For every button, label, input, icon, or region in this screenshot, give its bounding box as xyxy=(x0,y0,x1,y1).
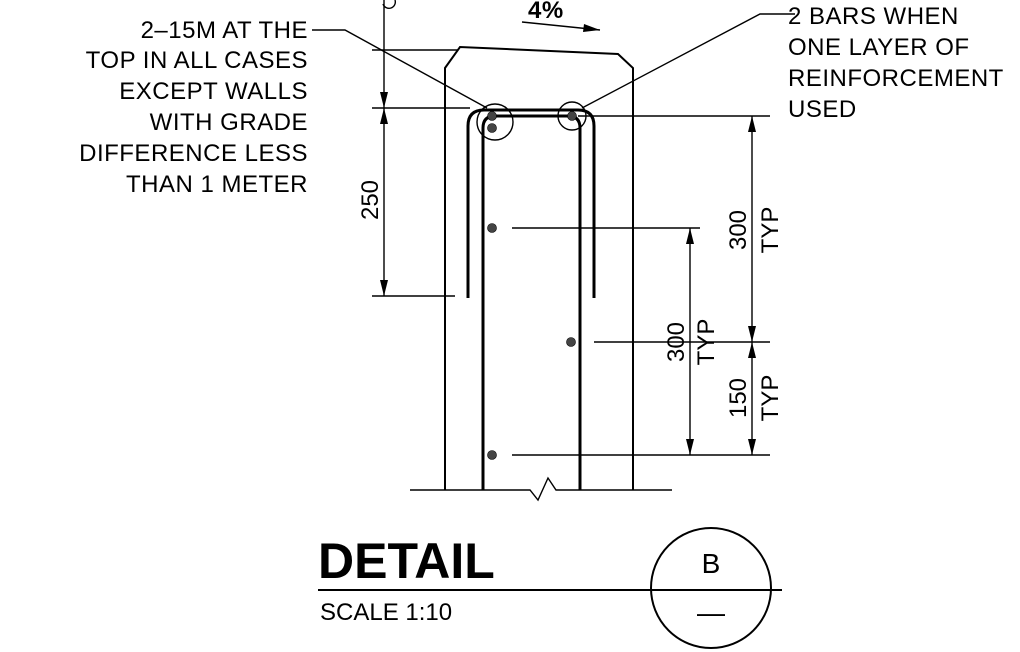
leader-lines xyxy=(312,0,795,109)
bubble-letter: B xyxy=(702,548,721,579)
rebar-dots xyxy=(487,111,577,460)
dimension-right xyxy=(748,116,756,455)
note-right: 2 BARS WHEN ONE LAYER OF REINFORCEMENT U… xyxy=(788,3,1004,123)
note-right-line: USED xyxy=(788,96,857,123)
scale-label: SCALE 1:10 xyxy=(320,599,452,626)
note-right-line: 2 BARS WHEN xyxy=(788,3,959,30)
slope-label: 4% xyxy=(528,0,564,24)
slope-arrow xyxy=(521,21,601,32)
note-right-line: ONE LAYER OF xyxy=(788,34,970,61)
note-left: 2–15M AT THE TOP IN ALL CASES EXCEPT WAL… xyxy=(79,17,308,198)
note-left-line: THAN 1 METER xyxy=(126,171,308,198)
note-right-line: REINFORCEMENT xyxy=(788,65,1004,92)
dim-typ-mid-label: TYP xyxy=(693,319,720,366)
note-left-line: 2–15M AT THE xyxy=(141,17,308,44)
dimension-250 xyxy=(372,10,470,297)
note-left-line: WITH GRADE xyxy=(150,109,308,136)
wall-outline xyxy=(444,45,634,490)
note-left-line: TOP IN ALL CASES xyxy=(86,47,308,74)
dim-150-label: 150 xyxy=(725,378,752,418)
rebar-outer xyxy=(466,108,596,298)
dim-typ-right-label: TYP xyxy=(757,207,784,254)
detail-title: DETAIL xyxy=(318,533,495,589)
note-left-line: EXCEPT WALLS xyxy=(119,78,308,105)
dim-typ-150-label: TYP xyxy=(757,375,784,422)
dimension-mid xyxy=(686,228,694,455)
dim-300-mid-label: 300 xyxy=(663,322,690,362)
bar-callout-circles xyxy=(476,101,587,141)
rebar-inner xyxy=(481,114,582,490)
note-left-line: DIFFERENCE LESS xyxy=(79,140,308,167)
detail-bubble: B — xyxy=(650,527,772,649)
title-block: DETAIL SCALE 1:10 xyxy=(318,533,782,626)
dim-250-label: 250 xyxy=(357,180,384,220)
break-line xyxy=(410,476,672,502)
extension-lines xyxy=(512,115,770,456)
dim-300-right-label: 300 xyxy=(725,210,752,250)
bubble-sheet: — xyxy=(697,597,725,628)
